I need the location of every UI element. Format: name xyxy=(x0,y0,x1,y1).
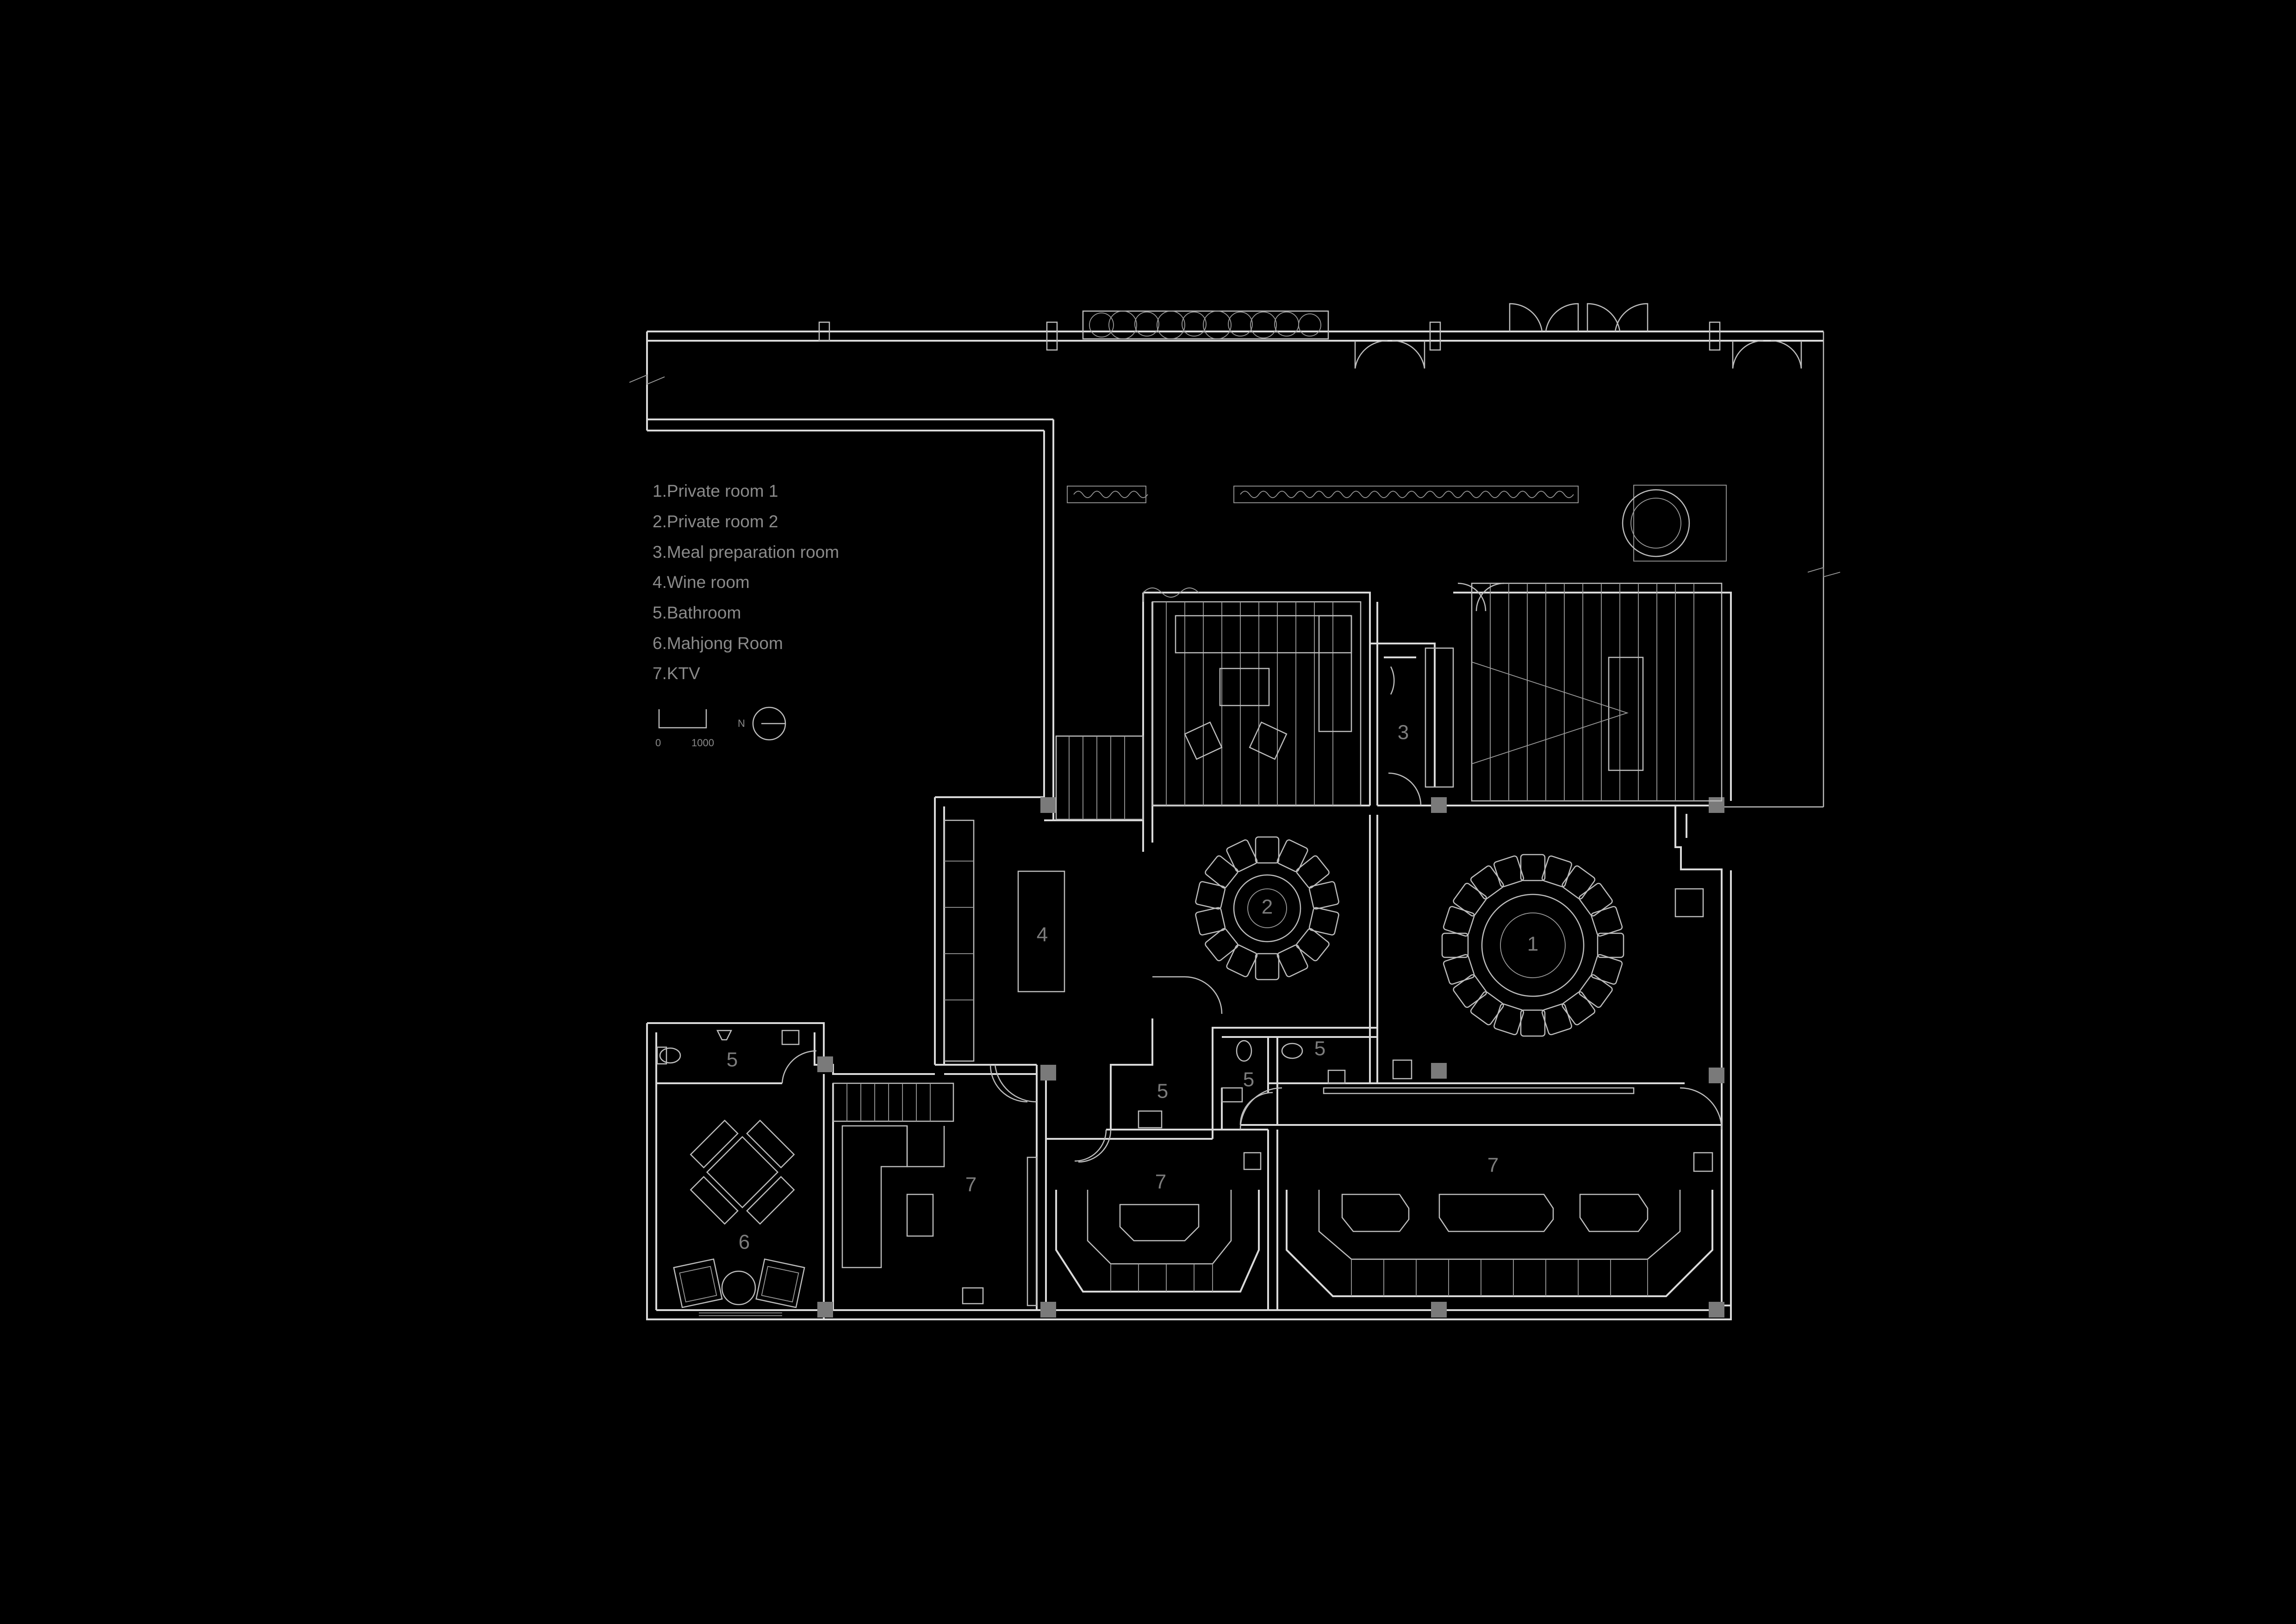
stairs-south xyxy=(832,1082,954,1122)
legend-item-ktv: 7.KTV xyxy=(653,664,700,683)
bathroom-small-label: 5 xyxy=(1243,1068,1254,1091)
chair-icon xyxy=(1493,1003,1524,1036)
chair-icon xyxy=(1520,854,1546,881)
wine-room: 4 xyxy=(943,819,1065,1103)
toilet-icon xyxy=(1281,1043,1303,1059)
mahjong-table xyxy=(690,1119,795,1225)
dining-table-round xyxy=(1233,874,1301,943)
ktv-east: 7 xyxy=(1239,1087,1723,1297)
building-walls xyxy=(646,592,1732,1320)
chair-icon xyxy=(1296,855,1330,889)
chair-icon xyxy=(1493,855,1524,887)
chair-icon xyxy=(1591,954,1623,985)
private-room-2-label: 2 xyxy=(1262,896,1273,918)
legend-item-wine-room: 4.Wine room xyxy=(653,573,750,592)
toilet-icon xyxy=(1236,1040,1252,1062)
sink-icon xyxy=(716,1030,733,1041)
deck-west xyxy=(1143,587,1362,806)
ktv-table-1 xyxy=(1341,1193,1410,1232)
sink-icon xyxy=(1327,1069,1346,1084)
structural-columns xyxy=(817,797,1724,1318)
pr2-chairs xyxy=(1195,836,1339,981)
ktv-center-label: 7 xyxy=(1155,1171,1166,1193)
chair-icon xyxy=(1195,881,1226,910)
sink-icon xyxy=(1138,1110,1163,1129)
meal-prep-room: 3 xyxy=(1388,666,1422,806)
side-table xyxy=(721,1270,756,1305)
site-outline xyxy=(629,303,1841,808)
private-room-1: 1 xyxy=(1392,854,1704,1080)
chair-icon xyxy=(1541,855,1572,887)
north-label: N xyxy=(738,718,745,729)
bathroom-west: 5 xyxy=(656,1030,817,1084)
pr1-chairs xyxy=(1441,854,1624,1037)
chair-icon xyxy=(1296,928,1330,962)
scale-start-label: 0 xyxy=(655,737,661,749)
chair-icon xyxy=(1443,906,1475,937)
chair-icon xyxy=(1276,839,1308,872)
ktv-west-label: 7 xyxy=(965,1174,977,1196)
scale-bar: 0 1000 xyxy=(655,709,714,749)
chair-icon xyxy=(1255,836,1280,864)
bathroom-small: 5 xyxy=(1236,1040,1273,1125)
chair-icon xyxy=(1226,944,1258,977)
chair-icon xyxy=(1276,944,1308,977)
chair-icon xyxy=(1520,1009,1546,1037)
wine-room-label: 4 xyxy=(1037,924,1048,946)
bathroom-center-label: 5 xyxy=(1157,1080,1168,1103)
mahjong-room: 6 xyxy=(673,1119,805,1316)
ktv-west: 7 xyxy=(841,1064,1038,1306)
chair-icon xyxy=(1591,906,1623,937)
chair-icon xyxy=(1443,954,1475,985)
chair-icon xyxy=(1255,953,1280,981)
mahjong-room-label: 6 xyxy=(739,1231,750,1254)
private-room-1-label: 1 xyxy=(1527,933,1538,956)
ktv-east-label: 7 xyxy=(1487,1154,1499,1177)
legend-item-bathroom: 5.Bathroom xyxy=(653,603,741,622)
chair-icon xyxy=(1441,932,1469,958)
bathroom-west-label: 5 xyxy=(727,1049,738,1071)
bathroom-east-label: 5 xyxy=(1314,1037,1325,1060)
chair-icon xyxy=(1541,1003,1572,1036)
chair-icon xyxy=(1226,839,1258,872)
dining-table-round-large xyxy=(1481,893,1585,997)
north-arrow-icon: N xyxy=(738,706,786,741)
chair-icon xyxy=(1195,907,1226,936)
ktv-coffee-table xyxy=(1119,1204,1200,1242)
legend-item-mahjong-room: 6.Mahjong Room xyxy=(653,634,783,653)
legend: 1.Private room 1 2.Private room 2 3.Meal… xyxy=(653,481,839,749)
chair-icon xyxy=(1205,855,1238,889)
bathroom-center: 5 xyxy=(1078,1080,1243,1163)
ktv-table-2 xyxy=(1438,1193,1554,1232)
meal-prep-label: 3 xyxy=(1398,721,1409,744)
chair-icon xyxy=(1308,907,1339,936)
scale-end-label: 1000 xyxy=(691,737,714,749)
ktv-center: 7 xyxy=(1055,1129,1262,1293)
stairs-north xyxy=(1055,735,1144,820)
chair-icon xyxy=(1308,881,1339,910)
toilet-icon xyxy=(659,1047,681,1064)
tree-icon xyxy=(1622,489,1690,557)
bathroom-east: 5 xyxy=(1281,1037,1346,1084)
chair-icon xyxy=(1597,932,1624,958)
chair-icon xyxy=(1205,928,1238,962)
private-room-2: 2 xyxy=(1152,836,1339,1014)
toilet-icon xyxy=(1221,1087,1243,1103)
ktv-table-3 xyxy=(1579,1193,1649,1232)
wine-display-table xyxy=(1017,870,1065,993)
legend-item-meal-preparation: 3.Meal preparation room xyxy=(653,543,839,562)
deck-east xyxy=(1457,582,1723,802)
legend-item-private-room-2: 2.Private room 2 xyxy=(653,512,778,531)
legend-item-private-room-1: 1.Private room 1 xyxy=(653,481,778,500)
